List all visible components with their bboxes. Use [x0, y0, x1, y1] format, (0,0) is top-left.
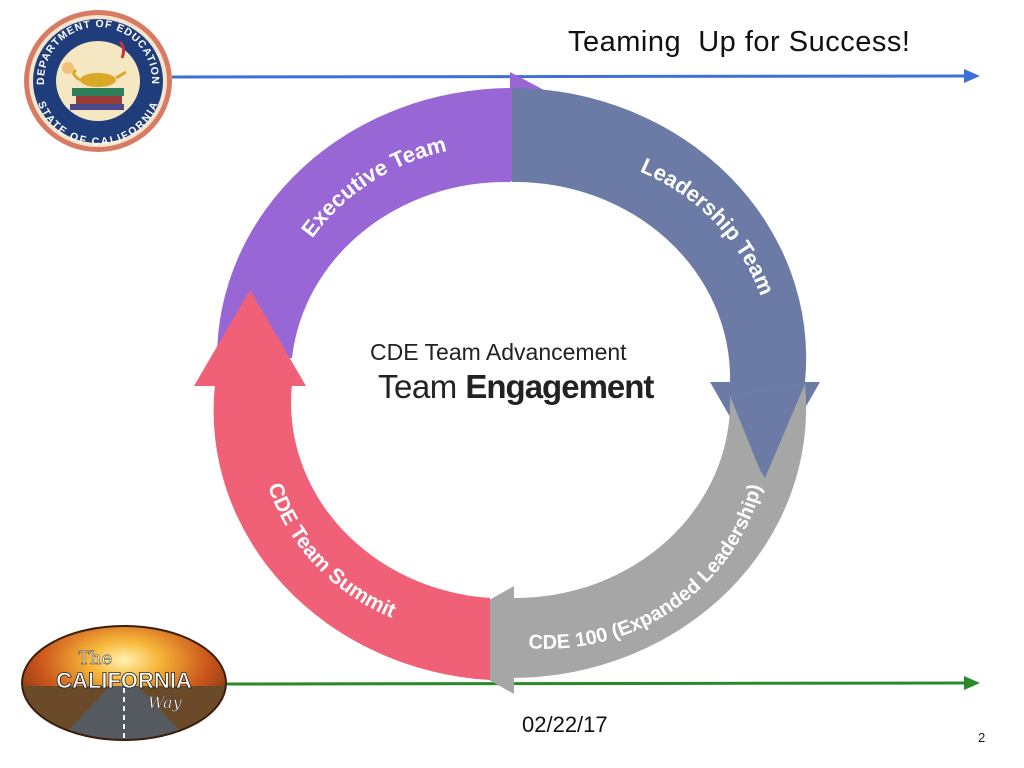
calway-california: CALIFORNIA [56, 668, 192, 693]
california-way-logo: The CALIFORNIA Way [20, 624, 228, 742]
calway-the: The [78, 648, 112, 669]
page-number: 2 [978, 730, 985, 745]
center-heading: CDE Team Advancement [370, 339, 627, 366]
center-subheading-regular: Team [378, 368, 465, 405]
center-subheading-bold: Engagement [465, 368, 653, 405]
cde-team-summit-segment [214, 384, 490, 680]
leadership-team-segment [512, 88, 806, 382]
center-subheading: Team Engagement [378, 368, 653, 406]
slide-date: 02/22/17 [522, 712, 608, 738]
calway-way: Way [148, 693, 183, 712]
